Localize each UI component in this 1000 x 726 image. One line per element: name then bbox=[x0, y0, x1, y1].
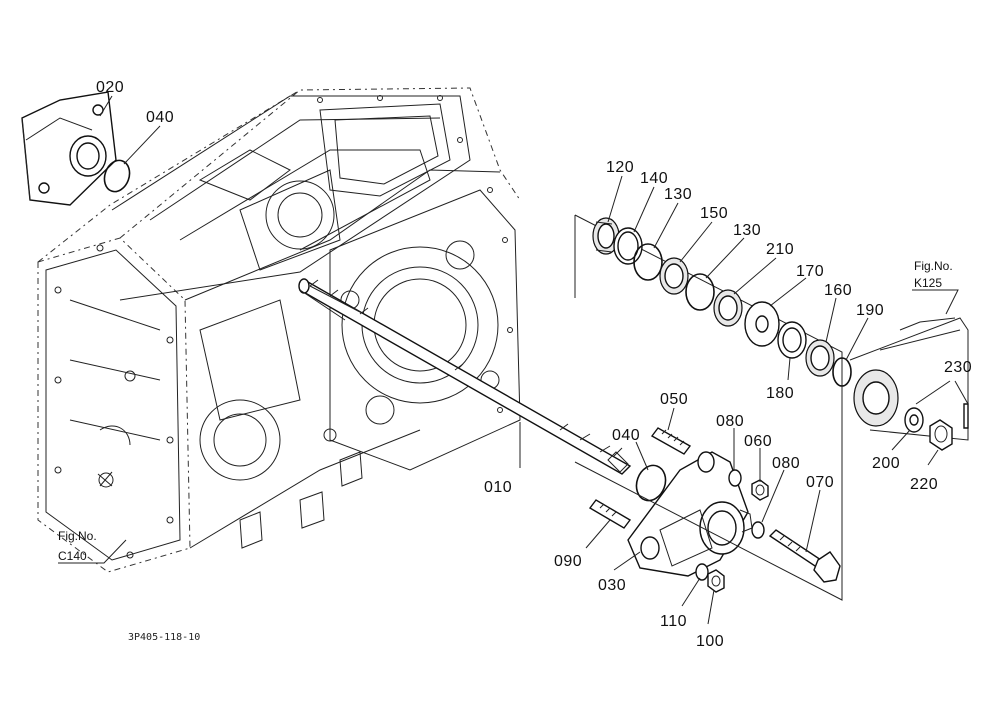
callout-180: 180 bbox=[766, 385, 794, 402]
part-080-washer-lower bbox=[751, 521, 765, 539]
part-140-ring bbox=[613, 227, 643, 265]
fig-ref-c140: Fig.No. C140 bbox=[58, 529, 127, 564]
leader-lines bbox=[99, 95, 969, 625]
callout-090: 090 bbox=[554, 553, 582, 570]
part-220-nut bbox=[929, 419, 953, 451]
callout-170: 170 bbox=[796, 263, 824, 280]
part-190-circlip bbox=[832, 357, 852, 387]
fig-ref-k125-line1: Fig.No. bbox=[914, 259, 953, 273]
part-070-bolt bbox=[768, 529, 841, 583]
bearing-stack-frame bbox=[574, 214, 843, 601]
part-110-washer bbox=[695, 563, 709, 581]
callout-120: 120 bbox=[606, 159, 634, 176]
callout-220: 220 bbox=[910, 476, 938, 493]
k125-arm bbox=[849, 317, 969, 441]
callout-050: 050 bbox=[660, 391, 688, 408]
fig-ref-c140-line2: C140 bbox=[58, 549, 87, 563]
part-060-nut bbox=[751, 479, 769, 501]
callout-040-upper: 040 bbox=[146, 109, 174, 126]
callout-070: 070 bbox=[806, 474, 834, 491]
part-120-bearing bbox=[592, 217, 620, 255]
part-020-cover bbox=[21, 91, 117, 206]
callout-030: 030 bbox=[598, 577, 626, 594]
part-040-oring-upper bbox=[103, 159, 131, 193]
callout-230: 230 bbox=[944, 359, 972, 376]
callout-020: 020 bbox=[96, 79, 124, 96]
fig-ref-k125-line2: K125 bbox=[914, 276, 942, 290]
part-160-seal bbox=[805, 339, 835, 377]
fig-ref-c140-line1: Fig.No. bbox=[58, 529, 97, 543]
part-100-nut bbox=[707, 569, 725, 593]
part-010-shaft bbox=[298, 278, 632, 475]
callout-160: 160 bbox=[824, 282, 852, 299]
part-200-washer bbox=[904, 407, 924, 433]
callout-140: 140 bbox=[640, 170, 668, 187]
part-130-circlip-a bbox=[633, 243, 663, 281]
fig-ref-k125: Fig.No. K125 bbox=[912, 259, 959, 315]
callout-130-b: 130 bbox=[733, 222, 761, 239]
callout-130-a: 130 bbox=[664, 186, 692, 203]
callout-labels: 020 040 120 140 130 150 130 210 170 160 … bbox=[96, 79, 972, 650]
callout-060: 060 bbox=[744, 433, 772, 450]
part-130-circlip-b bbox=[685, 273, 715, 311]
part-180-ring bbox=[777, 321, 807, 359]
transmission-case bbox=[37, 87, 521, 573]
callout-080-b: 080 bbox=[772, 455, 800, 472]
callout-080-a: 080 bbox=[716, 413, 744, 430]
callout-210: 210 bbox=[766, 241, 794, 258]
diagram-reference-code: 3P405-118-10 bbox=[128, 632, 200, 643]
callout-190: 190 bbox=[856, 302, 884, 319]
part-080-washer-upper bbox=[728, 469, 742, 487]
part-150-bearing bbox=[659, 257, 689, 295]
part-050-stud bbox=[650, 427, 692, 455]
part-230-pin bbox=[963, 403, 969, 429]
callout-200: 200 bbox=[872, 455, 900, 472]
callout-040-lower: 040 bbox=[612, 427, 640, 444]
part-170-plate bbox=[744, 301, 780, 347]
part-210-collar bbox=[713, 289, 743, 327]
part-040-oring-lower bbox=[635, 464, 667, 502]
part-090-stud bbox=[588, 499, 632, 529]
callout-150: 150 bbox=[700, 205, 728, 222]
callout-010: 010 bbox=[484, 479, 512, 496]
callout-100: 100 bbox=[696, 633, 724, 650]
part-030-bracket bbox=[627, 451, 753, 577]
callout-110: 110 bbox=[660, 613, 687, 630]
